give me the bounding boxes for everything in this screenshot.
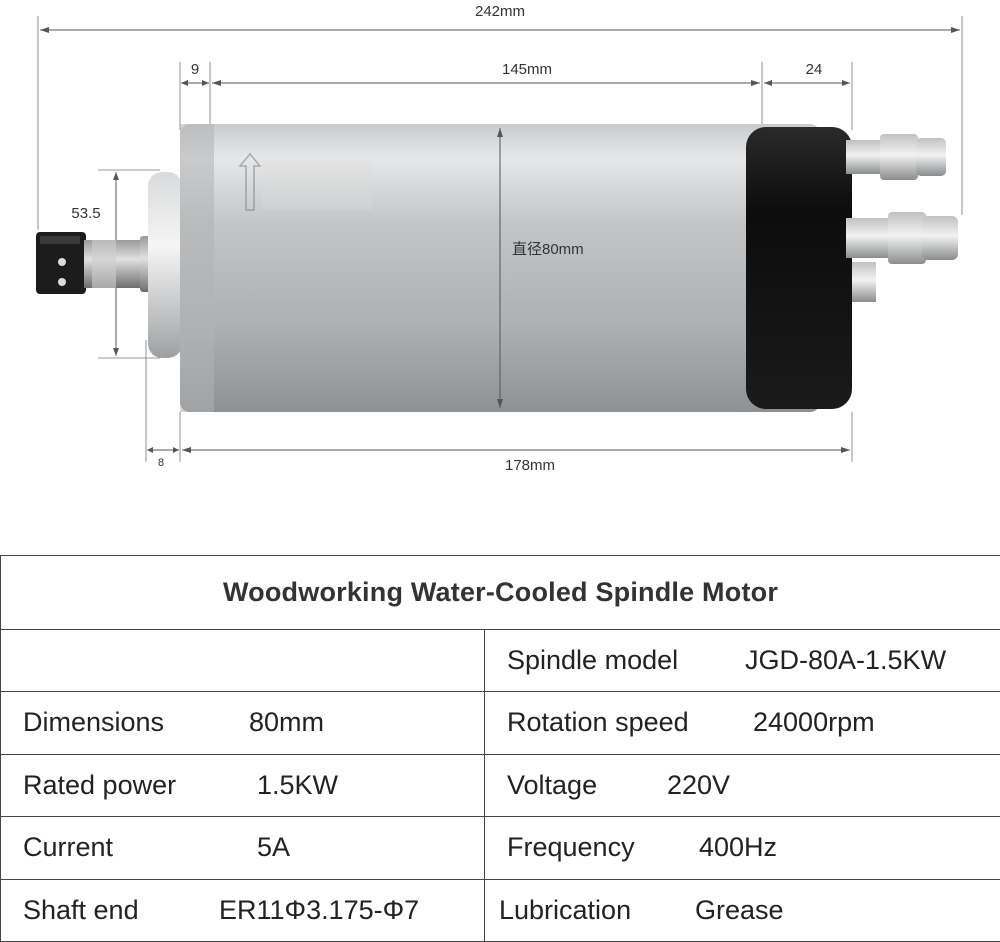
dimensions-value: 80mm: [249, 707, 325, 738]
dim-diameter: 直径80mm: [497, 128, 584, 408]
water-fitting-bottom: [846, 212, 958, 264]
shaft-end-label: Shaft end: [23, 894, 139, 925]
dim-shaft-height: 53.5: [71, 169, 160, 359]
shaft-height-label: 53.5: [71, 205, 100, 222]
voltage-label: Voltage: [507, 769, 598, 800]
nameplate-marking: [238, 152, 372, 211]
dim-flange: 8: [145, 340, 181, 469]
table-row: Spindle model JGD-80A-1.5KW: [0, 628, 1000, 693]
diameter-label: 直径80mm: [512, 241, 584, 258]
table-cell: Current 5A: [0, 816, 485, 880]
table-row: Rated power 1.5KW Voltage 220V: [0, 753, 1000, 818]
housing-length-label: 178mm: [505, 457, 555, 474]
dim-front-cap: 9: [179, 61, 211, 130]
frequency-label: Frequency: [507, 832, 635, 863]
current-label: Current: [23, 832, 114, 863]
table-cell: Dimensions 80mm: [0, 691, 485, 755]
front-cap-label: 9: [191, 61, 199, 78]
table-row: Dimensions 80mm Rotation speed 24000rpm: [0, 691, 1000, 755]
table-title: Woodworking Water-Cooled Spindle Motor: [0, 555, 1000, 630]
shaft-end-value: ER11Φ3.175-Φ7: [219, 894, 420, 925]
rotation-speed-label: Rotation speed: [507, 707, 689, 738]
dim-rear-cap: 24: [764, 61, 853, 130]
table-row: Current 5A Frequency 400Hz: [0, 816, 1000, 880]
table-row: Shaft end ER11Φ3.175-Φ7 Lubrication Grea…: [0, 878, 1000, 942]
rear-cap-label: 24: [806, 61, 823, 78]
current-value: 5A: [257, 832, 291, 863]
dimensions-label: Dimensions: [23, 707, 165, 738]
spindle-motor: [36, 124, 958, 412]
table-cell: Rotation speed 24000rpm: [484, 691, 1000, 755]
overall-length-label: 242mm: [475, 3, 525, 20]
lubrication-label: Lubrication: [499, 894, 632, 925]
table-cell: Rated power 1.5KW: [0, 753, 485, 818]
flange-label: 8: [158, 457, 164, 469]
rated-power-value: 1.5KW: [257, 769, 339, 800]
dim-body-length: 145mm: [212, 61, 763, 130]
dim-housing-length: 178mm: [182, 412, 853, 474]
voltage-value: 220V: [667, 769, 731, 800]
spindle-model-value: JGD-80A-1.5KW: [745, 644, 947, 675]
rated-power-label: Rated power: [23, 769, 177, 800]
spec-table: Woodworking Water-Cooled Spindle Motor S…: [0, 555, 1000, 942]
dim-overall-length: 242mm: [37, 3, 963, 230]
table-cell: Lubrication Grease: [484, 878, 1000, 942]
table-cell: Voltage 220V: [484, 753, 1000, 818]
water-fitting-top: [846, 134, 946, 180]
front-flange: [148, 172, 182, 358]
spindle-model-label: Spindle model: [507, 644, 679, 675]
cable-connector: [852, 262, 876, 302]
table-cell: Shaft end ER11Φ3.175-Φ7: [0, 878, 485, 942]
rotation-speed-value: 24000rpm: [753, 707, 875, 738]
table-cell: Spindle model JGD-80A-1.5KW: [484, 628, 1000, 693]
table-cell-empty: [0, 628, 485, 693]
spindle-dimension-diagram: 242mm 9 145mm 24 53.5: [36, 3, 963, 474]
body-length-label: 145mm: [502, 61, 552, 78]
lubrication-value: Grease: [695, 894, 784, 925]
rear-end-cap: [746, 127, 852, 409]
frequency-value: 400Hz: [699, 832, 778, 863]
table-cell: Frequency 400Hz: [484, 816, 1000, 880]
